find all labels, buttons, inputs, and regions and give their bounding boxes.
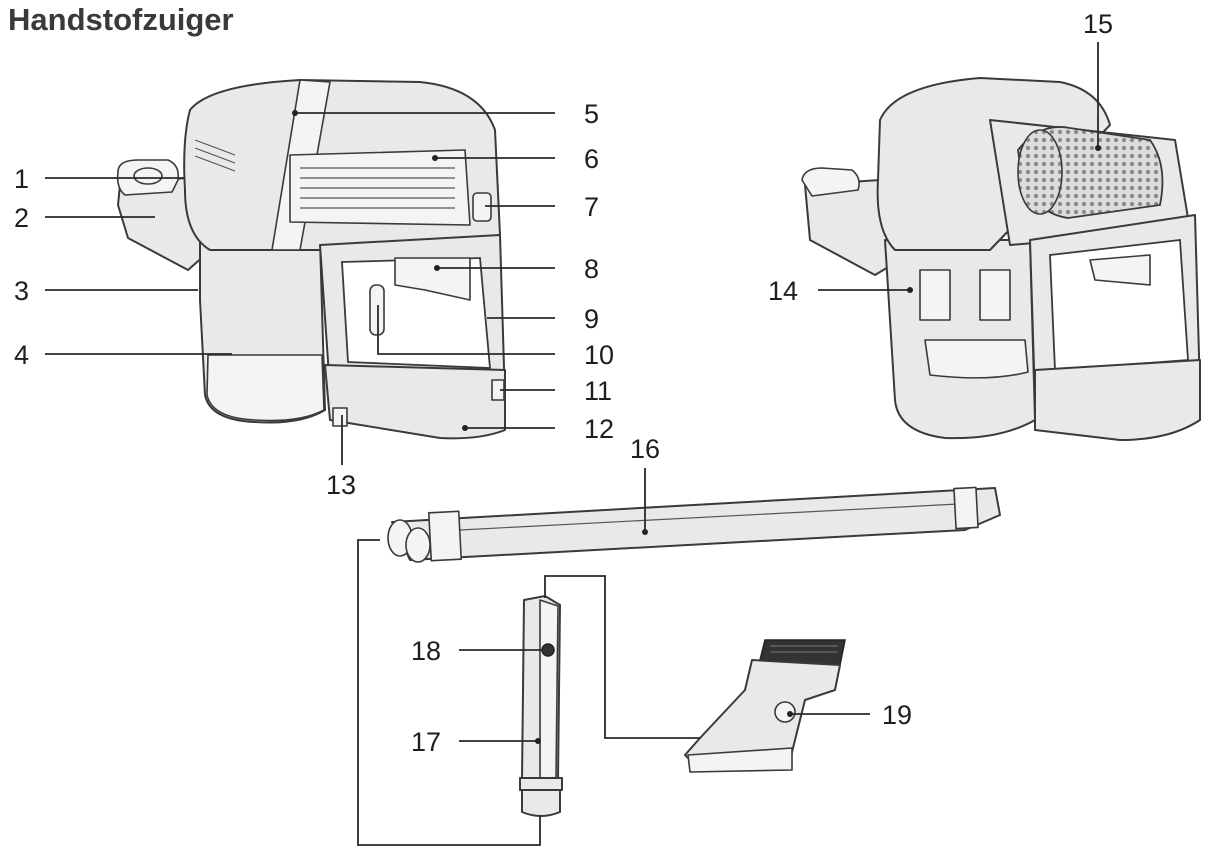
label-7: 7 [584,192,599,222]
label-10: 10 [584,340,614,370]
brush-tool [684,639,846,773]
label-2: 2 [14,203,29,233]
leader-lines [45,42,1101,846]
part-number-labels: 1 2 3 4 5 6 7 8 9 10 11 12 13 14 15 16 1… [14,9,1113,757]
label-1: 1 [14,164,29,194]
label-8: 8 [584,254,599,284]
label-11: 11 [584,376,612,406]
extension-tube [387,486,1001,563]
label-9: 9 [584,304,599,334]
label-4: 4 [14,340,29,370]
label-14: 14 [768,276,798,306]
label-19: 19 [882,700,912,730]
label-5: 5 [584,99,599,129]
label-18: 18 [411,636,441,666]
diagram-title: Handstofzuiger [8,2,234,37]
label-6: 6 [584,144,599,174]
crevice-tool [519,595,563,817]
label-15: 15 [1083,9,1113,39]
label-17: 17 [411,727,441,757]
label-13: 13 [326,470,356,500]
label-12: 12 [584,414,614,444]
handheld-vacuum-filter-view [801,77,1201,441]
handheld-vacuum-front-view [116,79,506,440]
label-3: 3 [14,276,29,306]
label-16: 16 [630,434,660,464]
exhaust-grille [289,149,471,226]
